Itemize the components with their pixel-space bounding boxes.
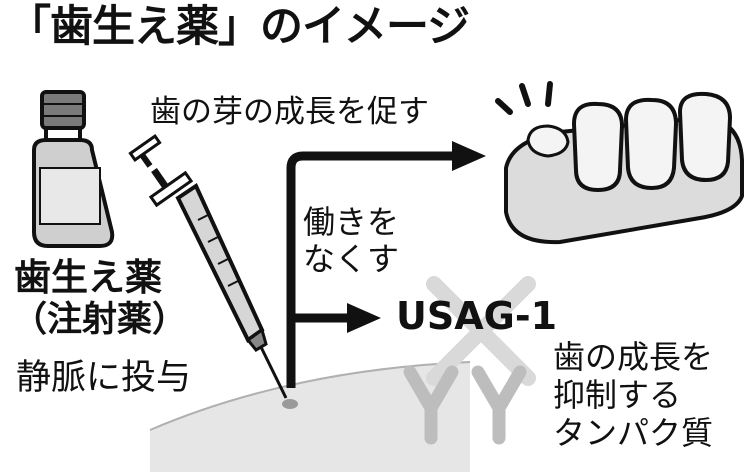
effect-label: 歯の芽の成長を促す (150, 94, 429, 130)
disable-label-line-2: なくす (303, 240, 400, 278)
protein-description-line-1: 歯の成長を (553, 338, 714, 376)
antibody-icon (403, 365, 527, 445)
disable-label-line-1: 働きを (303, 203, 400, 241)
protein-description-line-3: タンパク質 (553, 414, 714, 452)
cross-icon (426, 276, 536, 386)
protein-name-label: USAG-1 (396, 294, 558, 338)
protein-description-line-2: 抑制する (553, 376, 682, 414)
vial-icon (32, 90, 115, 248)
skin-surface (150, 362, 470, 472)
shine-icon (495, 81, 553, 115)
teeth-icon (504, 91, 744, 245)
flow-arrows (286, 141, 486, 388)
drug-type-label: （注射薬） (12, 300, 188, 340)
diagram-title: 「歯生え薬」のイメージ (8, 2, 470, 52)
administration-label: 静脈に投与 (16, 358, 192, 398)
drug-name-label: 歯生え薬 (14, 256, 162, 299)
syringe-icon (128, 134, 298, 409)
